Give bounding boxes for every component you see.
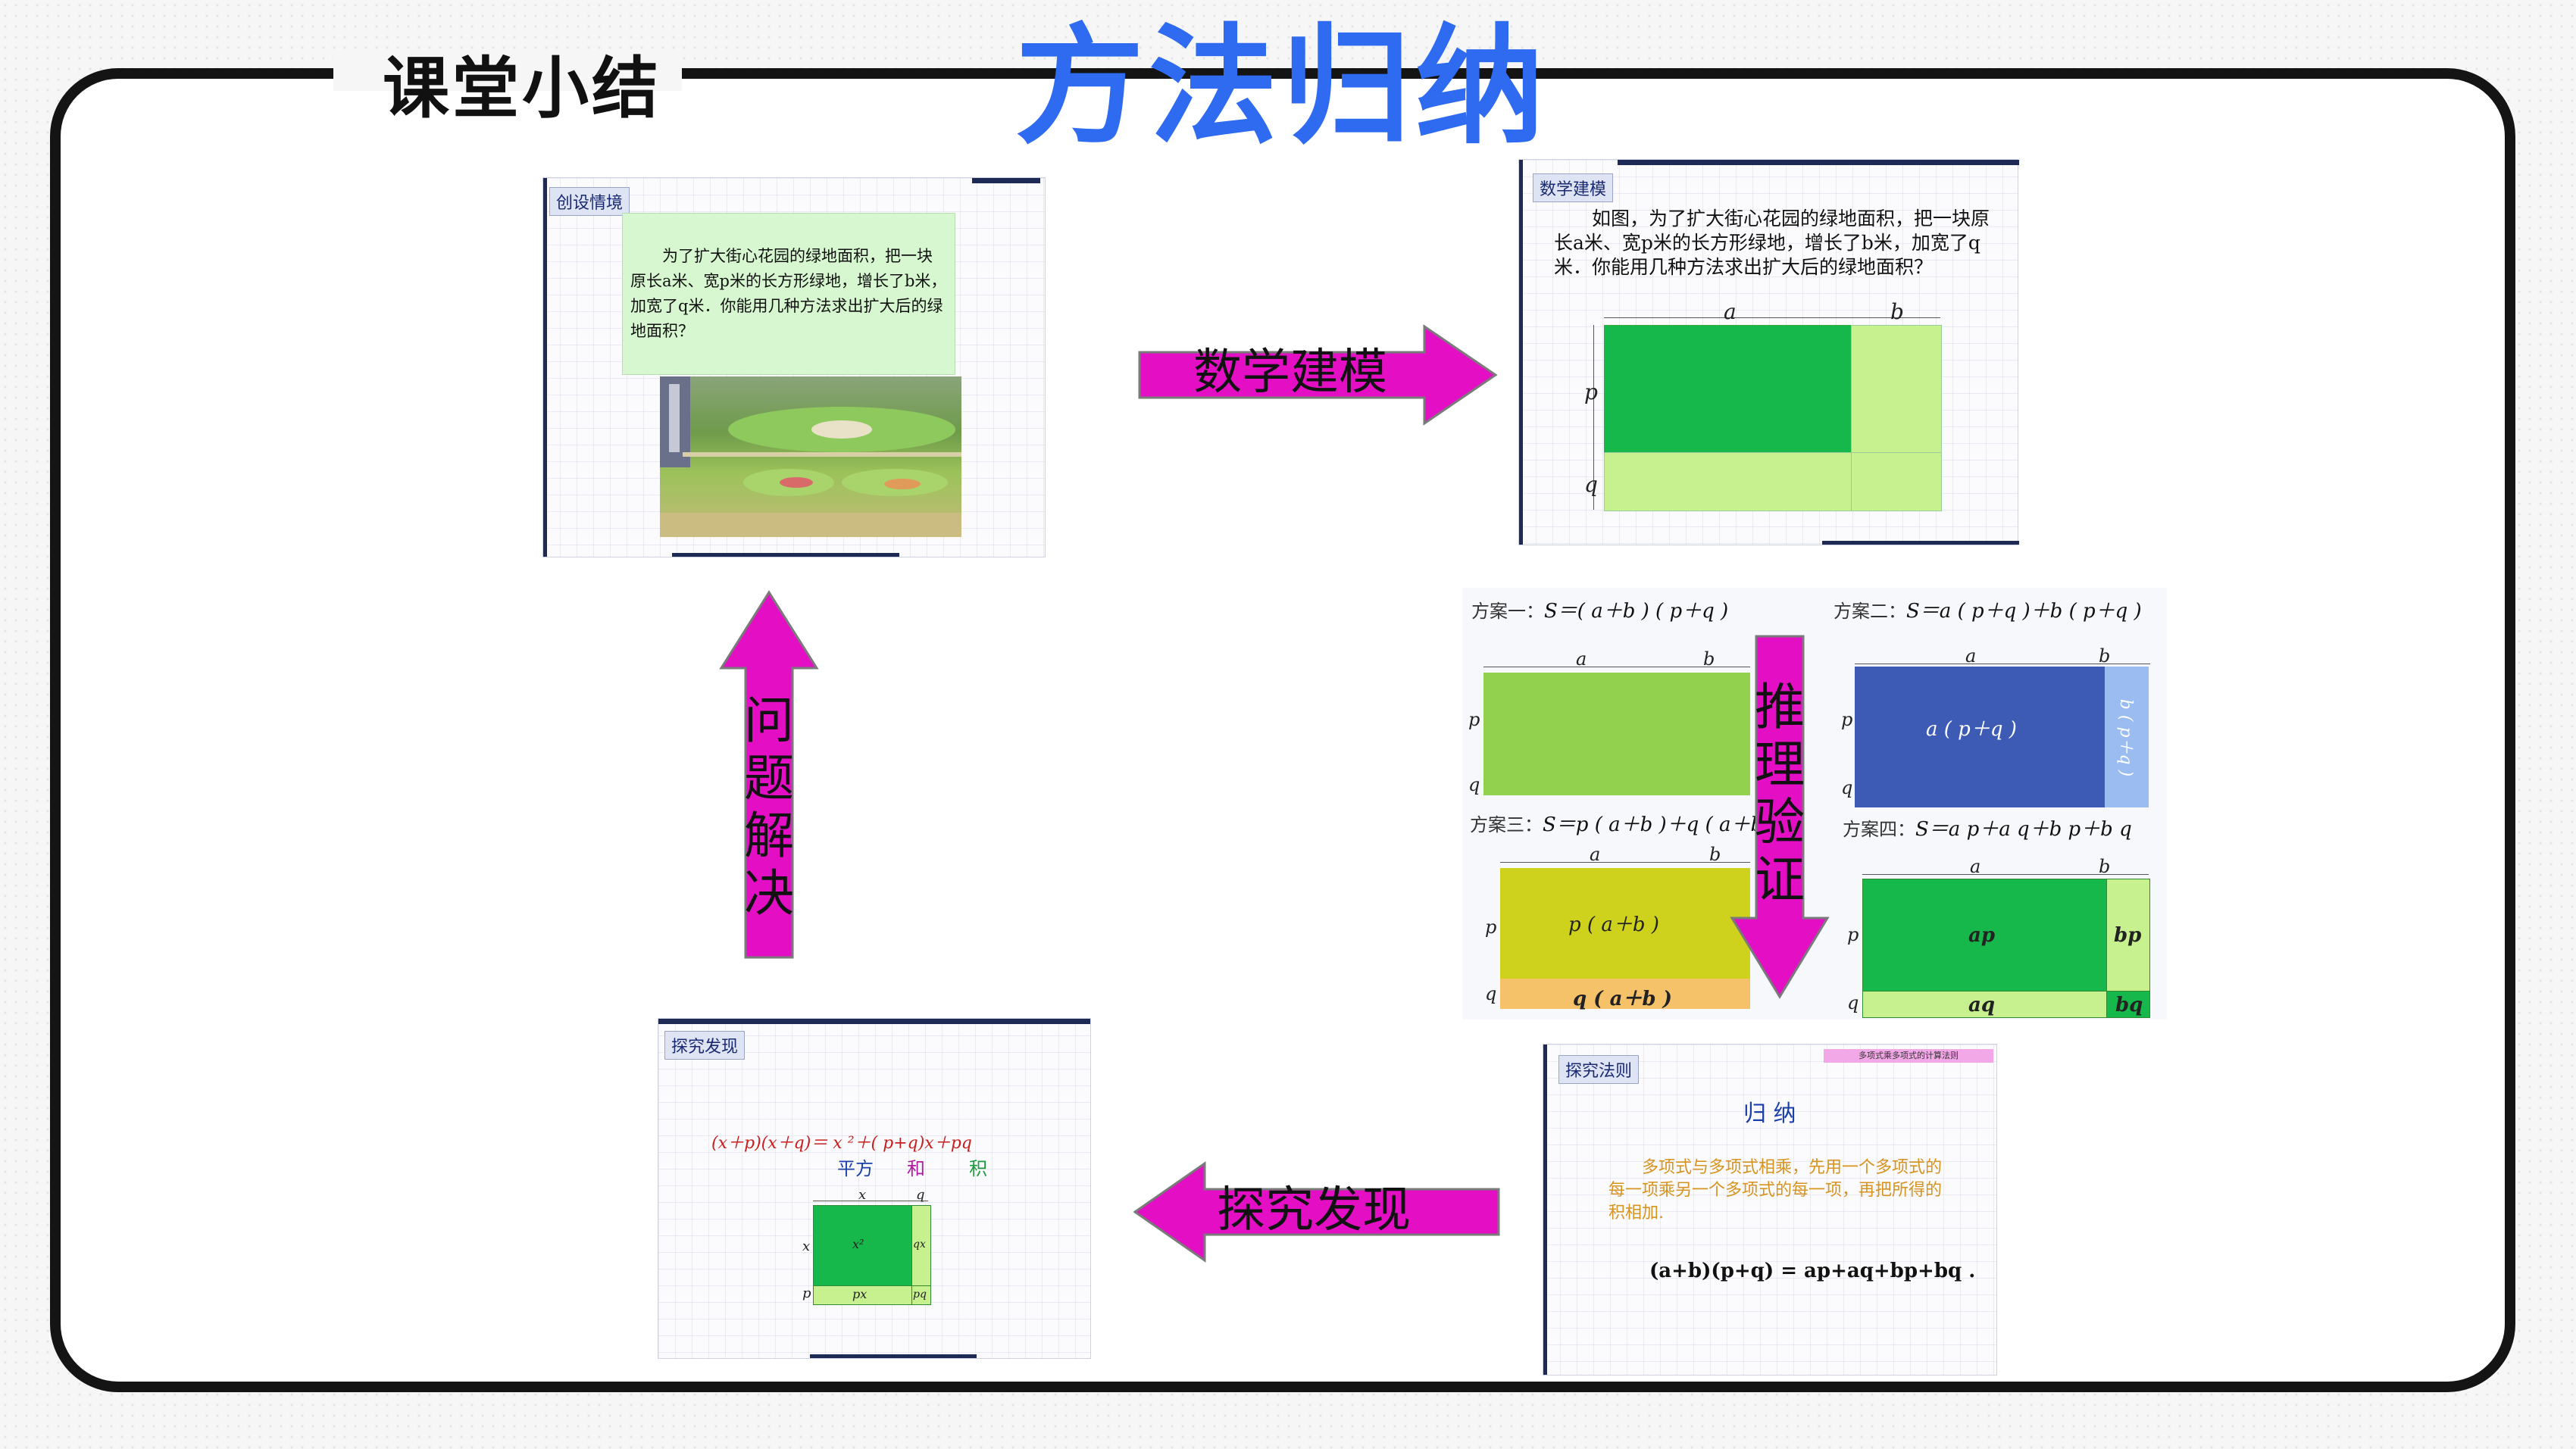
model-text: 如图，为了扩大街心花园的绿地面积，把一块原长a米、宽p米的长方形绿地，增长了b米…: [1554, 208, 1990, 278]
plan3-a: a: [1590, 844, 1601, 865]
slide-tag: 数学建模: [1533, 173, 1614, 202]
plan4-bp: [2106, 879, 2150, 992]
disc-q-top: q: [916, 1187, 925, 1203]
discovery-formula: (x＋p)(x＋q)＝ x ²＋( p+q)x＋pq: [711, 1134, 972, 1153]
plan2-side-label: b ( p＋q ): [2116, 698, 2135, 777]
slide-rule: 多项式乘多项式的计算法则 探究法则 归 纳 多项式与多项式相乘，先用一个多项式的…: [1543, 1044, 1997, 1376]
label-a: a: [1724, 299, 1737, 324]
disc-px: [813, 1285, 913, 1305]
arrow-label-discovery: 探究发现: [1217, 1182, 1411, 1238]
plan4-a: a: [1970, 856, 1981, 877]
rule-text: 多项式与多项式相乘，先用一个多项式的每一项乘另一个多项式的每一项，再把所得的积相…: [1608, 1158, 1943, 1223]
plan4-ap: [1862, 879, 2108, 992]
plan4-aq: [1862, 991, 2108, 1018]
slide-tag: 探究法则: [1558, 1055, 1640, 1084]
rule-heading: 归 纳: [1743, 1101, 1796, 1127]
plan3-title: 方案三：S＝p ( a＋b )＋q ( a＋b ): [1470, 814, 1777, 836]
rule-formula: (a+b)(p+q) = ap+aq+bp+bq .: [1649, 1260, 1976, 1282]
label-b: b: [1890, 299, 1904, 324]
title-gap: [333, 53, 682, 91]
arrow-right-modeling: [1138, 324, 1498, 426]
section-title: 课堂小结: [383, 49, 662, 127]
plans-panel: 方案一：S＝( a＋b ) ( p＋q ) a b p q 方案三：S＝p ( …: [1462, 588, 2167, 1020]
disc-pq: [911, 1285, 931, 1305]
arrow-left-discovery: [1133, 1161, 1500, 1263]
plan3-top-label: p ( a＋b ): [1568, 913, 1659, 936]
disc-qx-label: qx: [913, 1238, 926, 1251]
disc-pq-label: pq: [913, 1288, 927, 1301]
plan4-b: b: [2099, 856, 2111, 877]
area-bq: [1851, 452, 1942, 511]
area-bp: [1851, 325, 1942, 454]
garden-photo: [660, 376, 961, 537]
plan3-b: b: [1709, 844, 1721, 865]
plan2-side: [2105, 667, 2149, 807]
plan2-a: a: [1965, 645, 1977, 667]
disc-x2-label: x²: [852, 1237, 864, 1251]
arrow-label-modeling: 数学建模: [1193, 345, 1387, 401]
plan2-title: 方案二：S＝a ( p＋q )＋b ( p＋q ): [1834, 600, 2142, 623]
slide-tag: 创设情境: [549, 187, 630, 216]
plan3-top: [1500, 868, 1750, 979]
plan3-bottom: [1500, 979, 1750, 1009]
slide-tag: 探究发现: [664, 1031, 746, 1060]
area-ap: [1604, 325, 1852, 454]
rule-top-banner: 多项式乘多项式的计算法则: [1824, 1049, 1993, 1063]
slide-model: 数学建模 如图，为了扩大街心花园的绿地面积，把一块原长a米、宽p米的长方形绿地，…: [1518, 159, 2019, 545]
plan1-a: a: [1576, 648, 1587, 670]
arrow-label-solving: 问题解决: [744, 692, 794, 923]
disc-p-side: p: [802, 1285, 811, 1301]
plan1-title: 方案一：S＝( a＋b ) ( p＋q ): [1471, 600, 1729, 623]
plan4-p: p: [1847, 924, 1859, 945]
plan4-bq: [2106, 991, 2150, 1018]
arrow-up-solving: [719, 590, 819, 959]
plan2-main-label: a ( p＋q ): [1926, 718, 2017, 741]
area-aq: [1604, 452, 1852, 511]
plan1-p: p: [1468, 709, 1480, 730]
plan1-rect: [1483, 673, 1750, 795]
plan3-q: q: [1485, 983, 1497, 1004]
plan1-b: b: [1703, 648, 1715, 670]
scenario-textbox: 为了扩大街心花园的绿地面积，把一块原长a米、宽p米的长方形绿地，增长了b米，加宽…: [622, 213, 955, 375]
plan2-q: q: [1841, 777, 1853, 798]
plan4-title: 方案四：S＝a p＋a q＋b p＋b q: [1843, 818, 2132, 841]
term-square: 平方: [837, 1158, 874, 1179]
plan4-q: q: [1847, 992, 1859, 1013]
label-q: q: [1584, 472, 1598, 497]
plan3-p: p: [1485, 917, 1497, 938]
plan4-bq-label: bq: [2115, 994, 2143, 1016]
plan4-ap-label: ap: [1968, 924, 1996, 947]
headline: 方法归纳: [1015, 12, 1549, 162]
scenario-text: 为了扩大街心花园的绿地面积，把一块原长a米、宽p米的长方形绿地，增长了b米，加宽…: [630, 247, 947, 340]
term-product: 积: [969, 1158, 987, 1179]
disc-x-side: x: [802, 1238, 811, 1254]
slide-scenario: 创设情境 为了扩大街心花园的绿地面积，把一块原长a米、宽p米的长方形绿地，增长了…: [542, 177, 1046, 557]
plan4-aq-label: aq: [1968, 994, 1996, 1016]
disc-px-label: px: [852, 1287, 868, 1301]
plan3-bottom-label: q ( a＋b ): [1573, 988, 1672, 1010]
disc-x2: [813, 1205, 913, 1287]
label-p: p: [1584, 379, 1598, 404]
plan2-main: [1855, 667, 2105, 807]
slide-discovery: 探究发现 (x＋p)(x＋q)＝ x ²＋( p+q)x＋pq 平方 和 积 x…: [658, 1018, 1091, 1359]
arrow-down-reasoning: [1730, 635, 1830, 999]
plan1-q: q: [1468, 774, 1480, 795]
arrow-label-reasoning: 推理验证: [1755, 678, 1805, 909]
disc-qx: [911, 1205, 931, 1287]
disc-x-top: x: [858, 1187, 867, 1203]
plan2-b: b: [2099, 645, 2111, 667]
plan2-p: p: [1841, 709, 1853, 730]
term-sum: 和: [907, 1158, 925, 1179]
plan4-bp-label: bp: [2114, 924, 2142, 947]
